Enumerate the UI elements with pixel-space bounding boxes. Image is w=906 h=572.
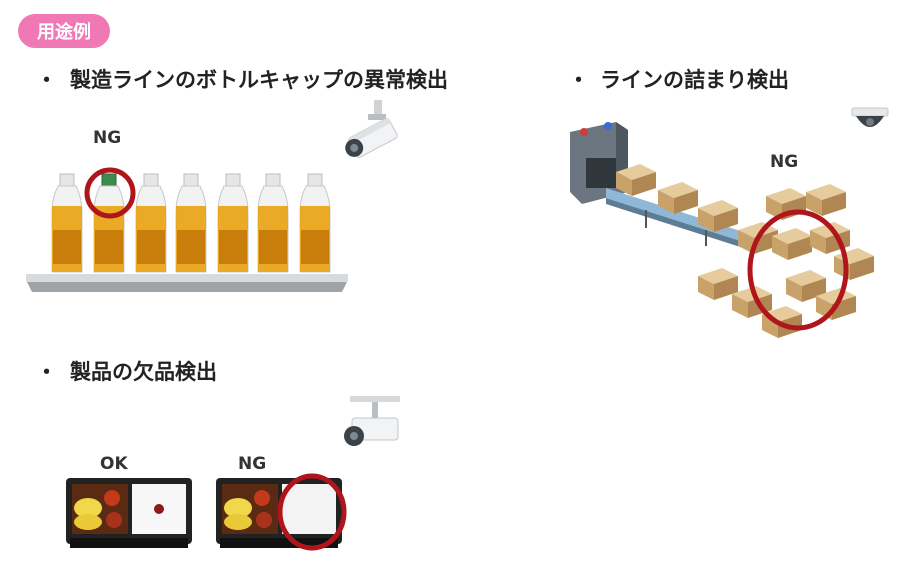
jam-ng-circle — [747, 209, 849, 331]
bottle — [135, 173, 167, 273]
bottle-ng-label: NG — [93, 128, 122, 148]
bottle — [51, 173, 83, 273]
jam-section-bullet: ・ — [568, 68, 589, 92]
bento-ng-circle — [277, 473, 347, 551]
bento-ok-label: OK — [100, 454, 128, 474]
missing-section-title: 製品の欠品検出 — [70, 360, 217, 384]
dome-camera-icon — [851, 107, 889, 127]
jam-ng-label: NG — [770, 152, 799, 172]
blue-lamp-icon — [604, 122, 612, 130]
bottle — [217, 173, 249, 273]
missing-section-bullet: ・ — [36, 360, 57, 384]
bottle-ng-circle — [84, 167, 136, 219]
bento-ng-illustration — [216, 473, 347, 551]
bottle — [257, 173, 289, 273]
usage-examples-badge: 用途例 — [18, 14, 110, 48]
red-lamp-icon — [580, 128, 588, 136]
bottle-section-title: 製造ラインのボトルキャップの異常検出 — [70, 68, 448, 92]
bottle — [299, 173, 331, 273]
bottle-line-illustration — [26, 167, 348, 292]
ceiling-camera-icon — [344, 396, 400, 446]
bento-ng-label: NG — [238, 454, 267, 474]
bottle — [175, 173, 207, 273]
jam-section-title: ラインの詰まり検出 — [600, 68, 789, 92]
bullet-camera-icon — [345, 100, 398, 159]
bottle-section-bullet: ・ — [36, 68, 57, 92]
bottle-ng — [93, 173, 125, 273]
bento-ok-illustration — [66, 478, 192, 548]
conveyor-jam-illustration — [570, 122, 874, 338]
